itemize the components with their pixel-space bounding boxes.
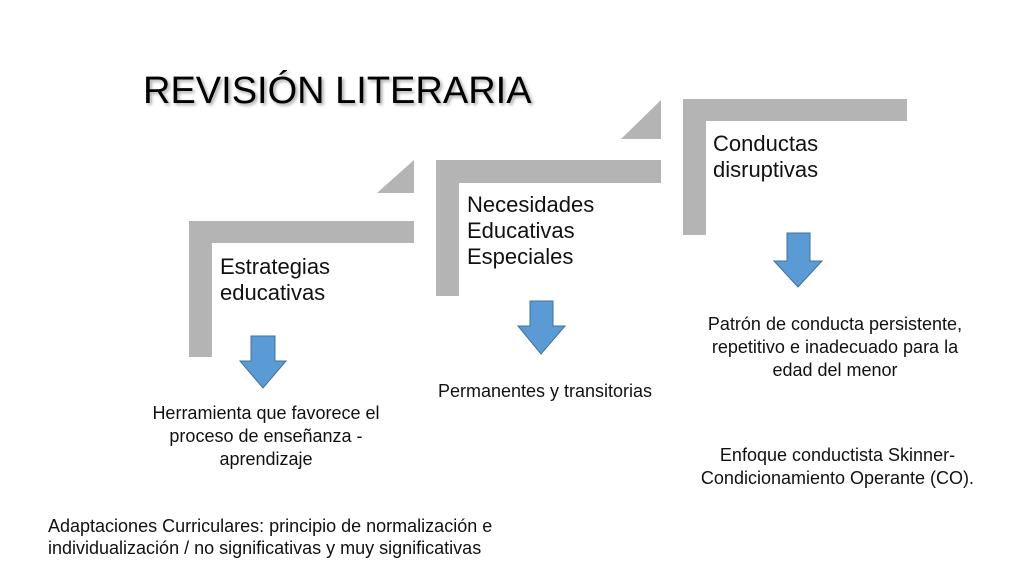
step-2-description: Permanentes y transitorias xyxy=(437,381,653,401)
step-2-bracket xyxy=(436,160,661,296)
step-2-label: Necesidades Educativas Especiales xyxy=(467,192,595,269)
down-arrow-icon xyxy=(772,232,824,288)
down-arrow-icon xyxy=(238,335,288,389)
step-1-label: Estrategias educativas xyxy=(220,254,331,305)
step-1-bracket xyxy=(189,221,414,357)
down-arrow-icon xyxy=(516,300,567,355)
curricular-adaptations-note: Adaptaciones Curriculares: principio de … xyxy=(48,516,493,558)
approach-note: Enfoque conductista Skinner-Condicionami… xyxy=(700,445,975,488)
page-title: REVISIÓN LITERARIA xyxy=(143,70,532,112)
step-1-corner xyxy=(377,160,414,193)
step-3-label: Conductas disruptivas xyxy=(713,131,819,182)
step-1-description: Herramienta que favorece el proceso de e… xyxy=(152,403,380,469)
step-3-bracket xyxy=(683,99,907,235)
step-2-corner xyxy=(621,100,661,139)
step-3-description: Patrón de conducta persistente, repetiti… xyxy=(707,314,963,380)
